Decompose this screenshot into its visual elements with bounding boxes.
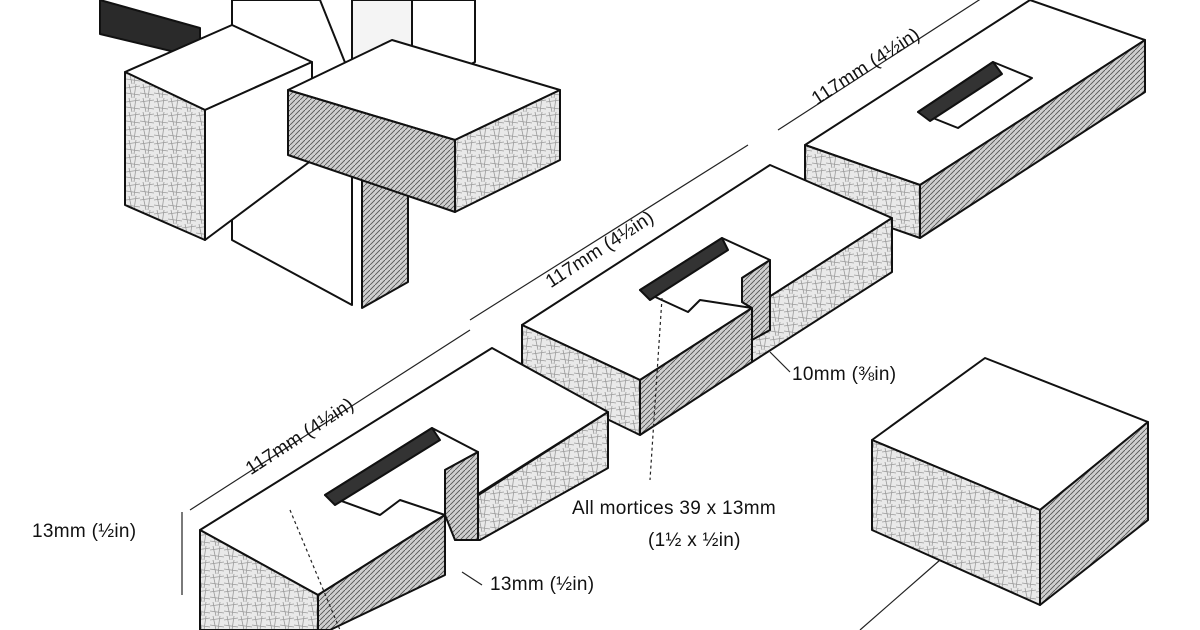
mortice-wall — [917, 61, 1003, 122]
dim-gap-low — [461, 571, 483, 586]
dim-line-low — [189, 329, 471, 511]
notch-face — [444, 451, 479, 541]
block-side-face-left — [317, 514, 446, 630]
block-open-mortice-lower — [199, 347, 609, 630]
leader-low — [289, 509, 341, 630]
dimension-lines — [181, 0, 981, 630]
assembled-joint — [99, 0, 561, 309]
block-side-face — [919, 39, 1146, 239]
block-open-mortice-middle — [521, 164, 893, 436]
block-enclosed-mortice — [804, 0, 1146, 239]
mortice-note: All mortices 39 x 13mm — [572, 498, 777, 519]
gap-label-lower: 13mm (½in) — [490, 574, 595, 595]
mortice-note-imperial: (1½ x ½in) — [648, 530, 741, 551]
gap-label-middle: 10mm (⅜in) — [792, 364, 897, 385]
mortice-wall — [324, 427, 441, 506]
leader-loose — [859, 559, 941, 630]
block-end-face — [199, 529, 319, 630]
dim-line-mid — [469, 144, 749, 321]
loose-block — [871, 357, 1149, 606]
dim-line-top — [777, 0, 981, 131]
cross-block-end — [454, 89, 561, 213]
dim-gap-mid — [769, 351, 791, 373]
block-side-face — [1039, 421, 1149, 606]
leader-mid — [649, 297, 663, 481]
block-side-face-right — [751, 217, 893, 363]
thickness-label: 13mm (½in) — [32, 521, 137, 542]
mortice-wall — [639, 237, 729, 301]
notch-face — [741, 259, 771, 341]
